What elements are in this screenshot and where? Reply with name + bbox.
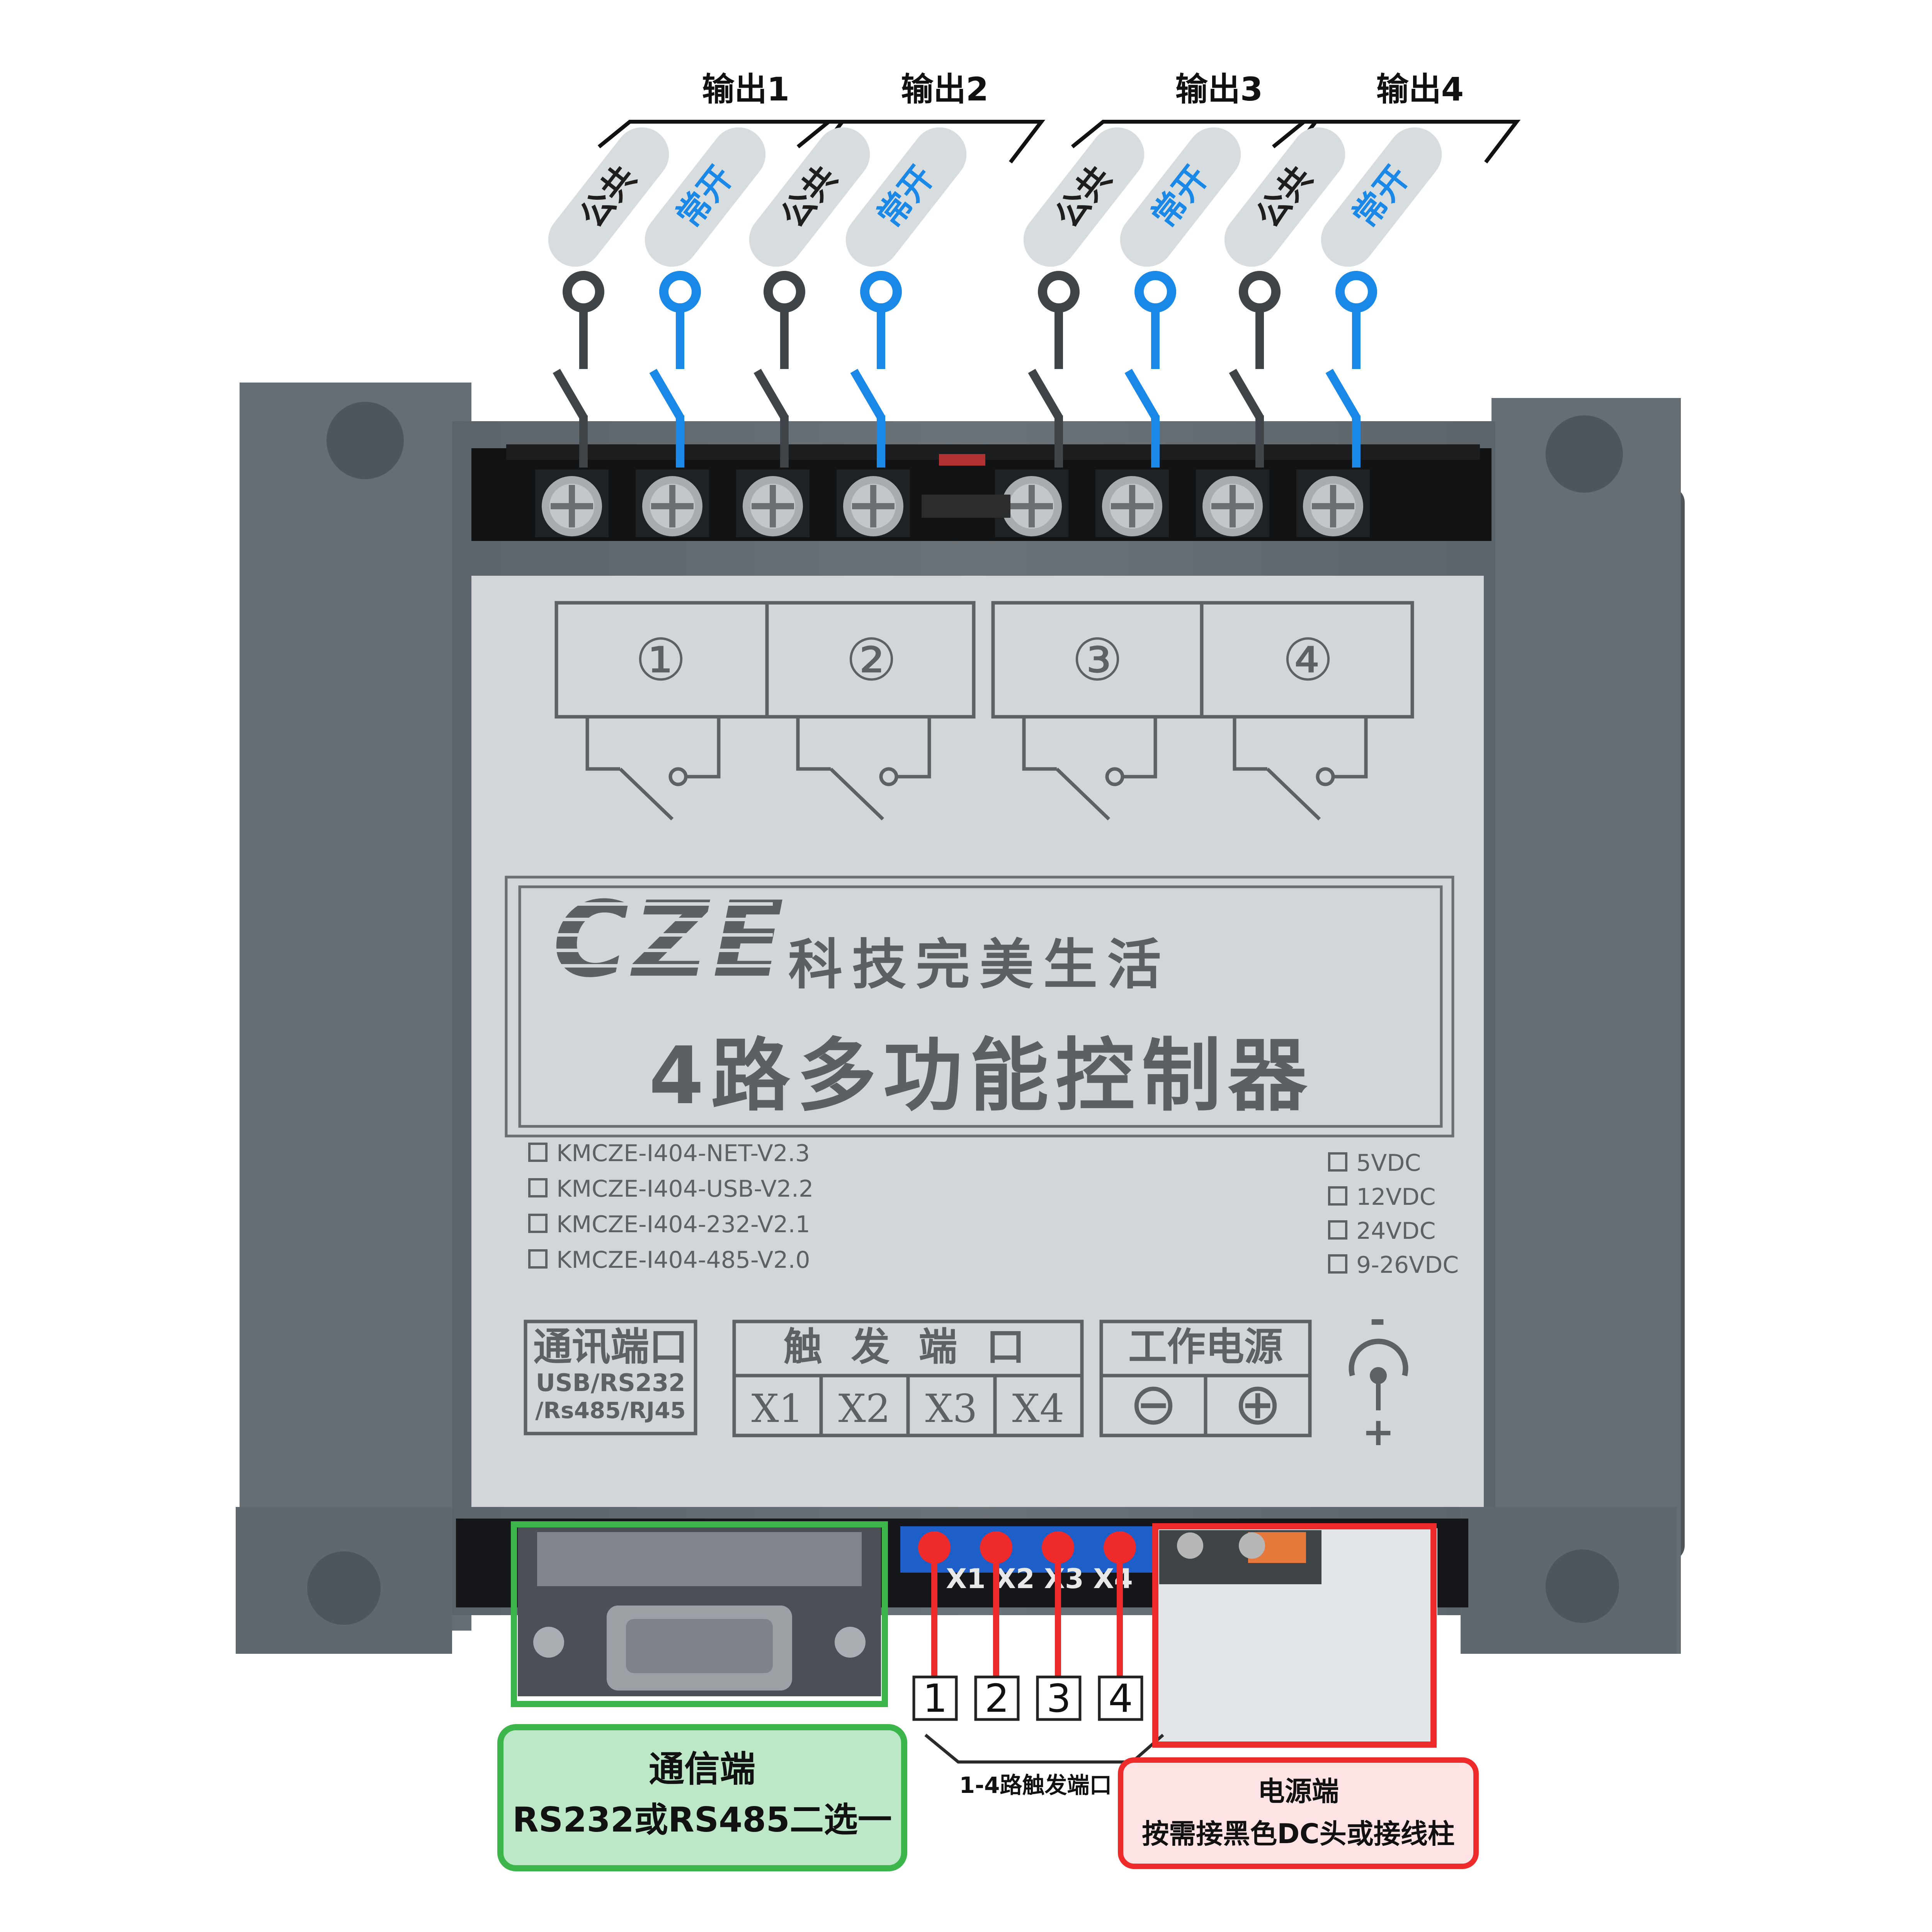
mount-hole xyxy=(1546,415,1623,493)
voltage-checklist: 5VDC 12VDC 24VDC 9-26VDC xyxy=(1328,1150,1459,1279)
trigger-number: 3 xyxy=(1046,1676,1071,1721)
brand-box: CZE 科技完美生活 4路多功能控制器 xyxy=(505,876,1454,1138)
brand-slogan: 科技完美生活 xyxy=(788,934,1171,997)
common-terminal-symbol xyxy=(753,271,805,468)
common-terminal-symbol xyxy=(1229,271,1281,468)
mount-hole xyxy=(327,402,404,479)
trigger-number: 2 xyxy=(985,1676,1009,1721)
model-option: KMCZE-I404-232-V2.1 xyxy=(556,1211,810,1238)
terminal-screw xyxy=(535,469,609,537)
trigger-port-box: 触 发 端 口 X1 X2 X3 X4 xyxy=(732,1320,1084,1437)
power-box-title: 工作电源 xyxy=(1128,1324,1283,1369)
trigger-bracket xyxy=(924,1733,1164,1764)
power-plus-symbol: ⊕ xyxy=(1233,1371,1282,1438)
voltage-option: 5VDC xyxy=(1356,1150,1421,1177)
output-title: 输出2 xyxy=(901,70,988,108)
output-title: 输出3 xyxy=(1175,70,1263,108)
normally-open-terminal-symbol xyxy=(1325,271,1377,468)
common-terminal-symbol xyxy=(553,271,604,468)
trigger-pin-1: 1 xyxy=(912,1531,958,1721)
output-group-4: 输出4公共常开 xyxy=(1224,70,1521,468)
relay-number: ① xyxy=(635,627,687,694)
relay-switch-symbol xyxy=(1233,717,1368,821)
dc-polarity-icon: - + xyxy=(1349,1297,1408,1454)
output-terminal-strip xyxy=(471,444,1492,541)
relay-switch-symbol xyxy=(1022,717,1157,821)
trigger-port-x3: X3 xyxy=(925,1386,978,1431)
trigger-port-x1: X1 xyxy=(752,1386,804,1431)
output-group-1: 输出1公共常开 xyxy=(548,70,847,468)
trigger-number: 4 xyxy=(1108,1676,1133,1721)
power-label-line2: 按需接黑色DC头或接线柱 xyxy=(1142,1818,1454,1850)
model-option: KMCZE-I404-USB-V2.2 xyxy=(556,1175,813,1202)
trigger-port-title: 触 发 端 口 xyxy=(784,1324,1032,1369)
output-callouts: 输出1公共常开输出2公共常开输出3公共常开输出4公共常开 xyxy=(548,70,1521,468)
power-label-line1: 电源端 xyxy=(1258,1776,1339,1807)
comm-port-title: 通讯端口 xyxy=(533,1324,688,1369)
model-option: KMCZE-I404-NET-V2.3 xyxy=(556,1140,810,1167)
output-title: 输出1 xyxy=(702,70,789,108)
output-group-2: 输出2公共常开 xyxy=(749,70,1046,468)
product-title: 4路多功能控制器 xyxy=(649,1030,1314,1122)
right-mount-ear xyxy=(1492,398,1681,1654)
front-panel-label: ① ② ③ ④ CZE 科技完美生活 4路多功能控制器 KMCZE-I404-NET-… xyxy=(471,576,1484,1507)
terminal-screw xyxy=(837,469,910,537)
terminal-screw xyxy=(1095,469,1169,537)
brand-logo: CZE xyxy=(553,879,787,1000)
power-minus-symbol: ⊖ xyxy=(1129,1371,1178,1438)
relay-diagram-row: ① ② ③ ④ xyxy=(554,601,1414,821)
comm-port-line2: /Rs485/RJ45 xyxy=(535,1397,686,1423)
normally-open-terminal-symbol xyxy=(1124,271,1176,468)
terminal-screw xyxy=(1296,469,1370,537)
comm-label-line1: 通信端 xyxy=(649,1748,755,1790)
output-title: 输出4 xyxy=(1376,70,1464,108)
model-checklist: KMCZE-I404-NET-V2.3KMCZE-I404-USB-V2.2KM… xyxy=(528,1140,813,1274)
left-mount-ear xyxy=(240,383,471,1631)
trigger-caption: 1-4路触发端口 xyxy=(959,1772,1112,1798)
power-box: 工作电源 ⊖ ⊕ xyxy=(1099,1320,1312,1438)
relay-number: ② xyxy=(845,627,897,694)
mount-hole xyxy=(1546,1549,1619,1623)
svg-text:+: + xyxy=(1362,1409,1395,1454)
terminal-screw xyxy=(1196,469,1269,537)
trigger-port-x2: X2 xyxy=(838,1386,891,1431)
normally-open-terminal-symbol xyxy=(850,271,902,468)
comm-port-box: 通讯端口 USB/RS232 /Rs485/RJ45 xyxy=(524,1320,697,1435)
relay-number: ④ xyxy=(1282,627,1334,694)
terminal-screw xyxy=(636,469,709,537)
mount-hole xyxy=(307,1551,381,1625)
voltage-option: 24VDC xyxy=(1356,1218,1436,1245)
svg-text:-: - xyxy=(1369,1297,1386,1342)
trigger-pin-3: 3 xyxy=(1036,1531,1082,1721)
output-group-3: 输出3公共常开 xyxy=(1023,70,1320,468)
relay-switch-symbol xyxy=(585,717,721,821)
trigger-number: 1 xyxy=(923,1676,947,1721)
comm-callout: 通信端 RS232或RS485二选一 xyxy=(497,1521,907,1871)
comm-port-line1: USB/RS232 xyxy=(536,1369,685,1397)
voltage-option: 9-26VDC xyxy=(1356,1252,1459,1279)
power-label-box xyxy=(1118,1757,1479,1869)
comm-label-box xyxy=(497,1724,907,1871)
comm-label-line2: RS232或RS485二选一 xyxy=(512,1800,892,1840)
power-callout: 电源端 按需接黑色DC头或接线柱 xyxy=(1118,1523,1479,1869)
model-option: KMCZE-I404-485-V2.0 xyxy=(556,1247,810,1274)
trigger-port-x4: X4 xyxy=(1012,1386,1065,1431)
trigger-pin-4: 4 xyxy=(1098,1531,1143,1721)
bottom-connector-strip: X1 X2 X3 X4 xyxy=(456,1519,1468,1745)
common-terminal-symbol xyxy=(1028,271,1080,468)
trigger-pin-2: 2 xyxy=(974,1531,1020,1721)
normally-open-terminal-symbol xyxy=(649,271,701,468)
terminal-screw xyxy=(736,469,810,537)
relay-number: ③ xyxy=(1071,627,1123,694)
voltage-option: 12VDC xyxy=(1356,1184,1436,1211)
svg-text:X1 X2 X3 X4: X1 X2 X3 X4 xyxy=(946,1563,1133,1595)
relay-switch-symbol xyxy=(796,717,931,821)
